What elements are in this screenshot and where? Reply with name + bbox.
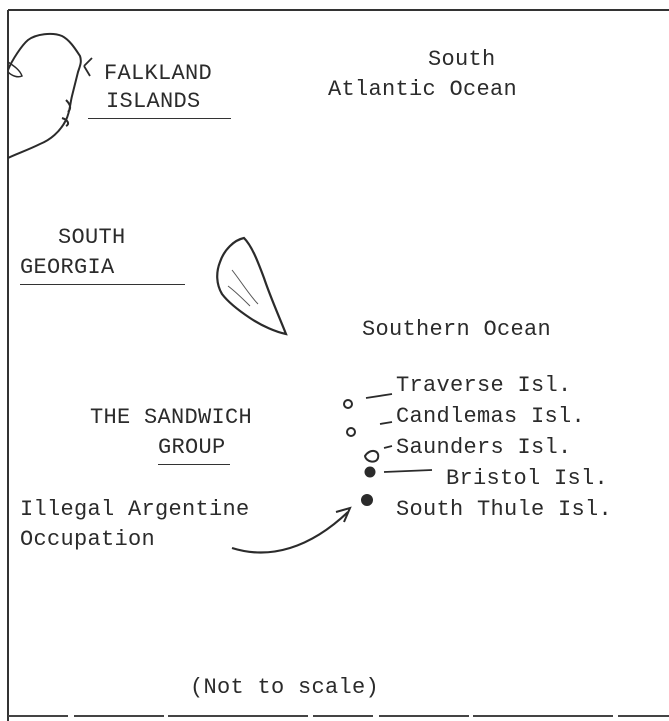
falkland-coast-detail: [61, 99, 72, 127]
occupation-arrow-head: [335, 506, 352, 523]
saunders-island-dot: [363, 450, 380, 463]
island-label-bristol: Bristol Isl.: [446, 466, 609, 491]
south-georgia-hatch: [227, 269, 259, 307]
bristol-island-dot: [364, 466, 376, 478]
south-georgia-label-line2: GEORGIA: [20, 254, 185, 285]
scale-note: (Not to scale): [190, 675, 380, 700]
falkland-label-line1: FALKLAND: [104, 61, 213, 86]
island-label-traverse: Traverse Isl.: [396, 373, 572, 398]
island-label-candlemas: Candlemas Isl.: [396, 404, 586, 429]
south-thule-island-dot: [361, 494, 373, 506]
sandwich-label-line2: GROUP: [158, 434, 230, 465]
occupation-arrow: [231, 511, 349, 554]
southern-ocean-label: Southern Ocean: [362, 317, 552, 342]
occupation-label-line1: Illegal Argentine: [20, 497, 250, 522]
saunders-leader: [383, 445, 393, 449]
occupation-label-line2: Occupation: [20, 527, 156, 552]
island-label-south-thule: South Thule Isl.: [396, 497, 613, 522]
falkland-islands-shape: [7, 32, 82, 159]
candlemas-island-dot: [346, 427, 356, 437]
atlantic-label-line2: Atlantic Ocean: [328, 77, 518, 102]
atlantic-label-line1: South: [428, 47, 496, 72]
island-leader-lines: [365, 393, 433, 473]
sandwich-island-markers: [343, 399, 380, 506]
falkland-pointer: [83, 57, 93, 77]
traverse-leader: [365, 393, 393, 399]
candlemas-leader: [379, 421, 393, 425]
falkland-label-line2: ISLANDS: [88, 88, 231, 119]
sandwich-label-line1: THE SANDWICH: [90, 405, 253, 430]
island-label-saunders: Saunders Isl.: [396, 435, 572, 460]
falkland-small-mark: [7, 61, 23, 78]
traverse-island-dot: [343, 399, 353, 409]
bristol-leader: [383, 469, 433, 473]
south-georgia-shape: [216, 236, 288, 336]
south-georgia-label-line1: SOUTH: [58, 225, 126, 250]
